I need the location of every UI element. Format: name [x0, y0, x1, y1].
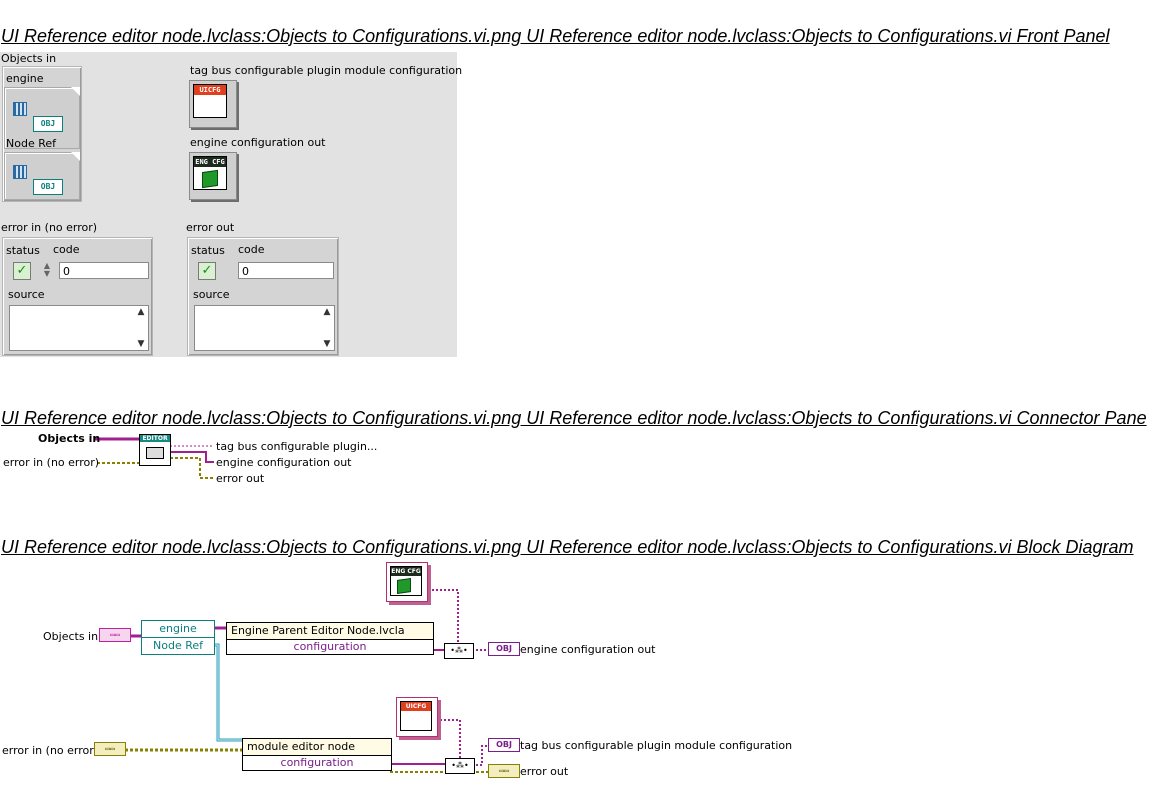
engine-property-node[interactable]: Engine Parent Editor Node.lvcla configur…	[226, 622, 434, 655]
status-checkmark-icon: ✓	[198, 262, 216, 280]
cp-error-in-label: error in (no error)	[3, 456, 100, 469]
to-more-specific-class-node[interactable]: •⁂•	[445, 758, 475, 774]
module-node-configuration-property[interactable]: configuration	[243, 756, 391, 770]
error-in-label: error in (no error)	[1, 221, 98, 234]
node-ref-object-control[interactable]: OBJ	[4, 152, 80, 200]
bd-engine-cfg-out-label: engine configuration out	[520, 643, 656, 656]
unbundle-engine-row[interactable]: engine	[142, 621, 214, 638]
bd-error-out-label: error out	[520, 765, 569, 778]
cp-objects-in-label: Objects in	[38, 432, 101, 445]
engine-label: engine	[6, 72, 44, 85]
node-icon	[146, 447, 164, 459]
editor-tag: EDITOR	[140, 435, 170, 442]
obj-icon: OBJ	[33, 179, 63, 195]
engine-cfg-out-label: engine configuration out	[190, 136, 326, 149]
bd-error-in-label: error in (no error)	[2, 744, 99, 757]
bd-tag-bus-out-terminal[interactable]: OBJ	[488, 738, 520, 752]
editor-vi-icon[interactable]: EDITOR	[139, 434, 171, 466]
code-label: code	[238, 243, 265, 256]
uicfg-tag: UICFG	[194, 85, 226, 95]
cp-error-out-label: error out	[216, 472, 265, 485]
engine-object-control[interactable]: OBJ	[4, 87, 80, 149]
bd-eng-cfg-constant[interactable]: ENG CFG	[386, 562, 428, 602]
status-label: status	[6, 244, 40, 257]
unbundle-node-ref-row[interactable]: Node Ref	[153, 639, 203, 652]
tag-bus-cfg-indicator[interactable]: UICFG	[189, 80, 237, 128]
node-ref-label: Node Ref	[6, 137, 56, 150]
code-field[interactable]: 0	[59, 262, 149, 279]
cp-engine-cfg-out-label: engine configuration out	[216, 456, 352, 469]
front-panel-heading: UI Reference editor node.lvclass:Objects…	[1, 26, 1110, 46]
cube-icon	[397, 578, 411, 594]
bd-engine-cfg-out-terminal[interactable]: OBJ	[488, 642, 520, 656]
tag-bus-cfg-label: tag bus configurable plugin module confi…	[190, 64, 463, 77]
bd-tag-bus-out-label: tag bus configurable plugin module confi…	[520, 739, 793, 752]
engcfg-tag: ENG CFG	[391, 567, 421, 576]
connector-pane-heading: UI Reference editor node.lvclass:Objects…	[1, 408, 1147, 428]
scroll-down-icon[interactable]: ▼	[137, 339, 145, 349]
objects-in-label: Objects in	[1, 52, 57, 65]
code-label: code	[53, 243, 80, 256]
error-out-cluster[interactable]: status code ✓ 0 source ▲ ▼	[187, 237, 339, 356]
connector-wires	[95, 437, 214, 479]
module-property-node[interactable]: module editor node configuration	[242, 738, 392, 771]
bd-error-out-terminal[interactable]: ▭▭	[488, 764, 520, 778]
status-label: status	[191, 244, 225, 257]
obj-icon: OBJ	[33, 116, 63, 132]
to-more-specific-class-node[interactable]: •⁂•	[444, 643, 474, 659]
front-panel: Objects in engine OBJ Node Ref OBJ tag b…	[0, 52, 462, 357]
objects-in-cluster[interactable]: engine OBJ Node Ref OBJ	[2, 66, 82, 202]
unbundle-by-name-node[interactable]: engine Node Ref	[141, 620, 215, 655]
source-textarea[interactable]: ▲ ▼	[194, 305, 335, 351]
scroll-up-icon[interactable]: ▲	[137, 307, 145, 317]
source-textarea[interactable]: ▲ ▼	[9, 305, 149, 351]
class-grid-icon	[13, 165, 27, 179]
block-diagram-heading: UI Reference editor node.lvclass:Objects…	[1, 537, 1134, 557]
cube-icon	[202, 169, 218, 189]
bd-objects-in-label: Objects in	[43, 630, 99, 643]
module-node-title: module editor node	[243, 739, 391, 756]
class-grid-icon	[13, 102, 27, 116]
bd-ui-cfg-constant[interactable]: UICFG	[396, 697, 438, 737]
source-label: source	[8, 288, 45, 301]
bd-objects-in-terminal[interactable]: ▭▭	[99, 628, 131, 642]
engine-cfg-out-indicator[interactable]: ENG CFG	[189, 152, 237, 200]
error-in-cluster[interactable]: status code ✓ ▲▼ 0 source ▲ ▼	[2, 237, 153, 356]
error-out-label: error out	[186, 221, 235, 234]
status-checkmark-icon[interactable]: ✓	[13, 262, 31, 280]
engcfg-tag: ENG CFG	[194, 157, 226, 167]
bd-error-in-terminal[interactable]: ▭▭	[94, 742, 126, 756]
cp-tag-bus-label: tag bus configurable plugin...	[216, 440, 378, 453]
source-label: source	[193, 288, 230, 301]
code-field: 0	[238, 262, 334, 279]
engine-node-title: Engine Parent Editor Node.lvcla	[227, 623, 433, 640]
scroll-down-icon[interactable]: ▼	[323, 339, 331, 349]
engine-node-configuration-property[interactable]: configuration	[227, 640, 433, 654]
code-spinner[interactable]: ▲▼	[43, 261, 51, 278]
uicfg-tag: UICFG	[401, 702, 431, 711]
scroll-up-icon[interactable]: ▲	[323, 307, 331, 317]
block-diagram-wires	[125, 589, 488, 773]
